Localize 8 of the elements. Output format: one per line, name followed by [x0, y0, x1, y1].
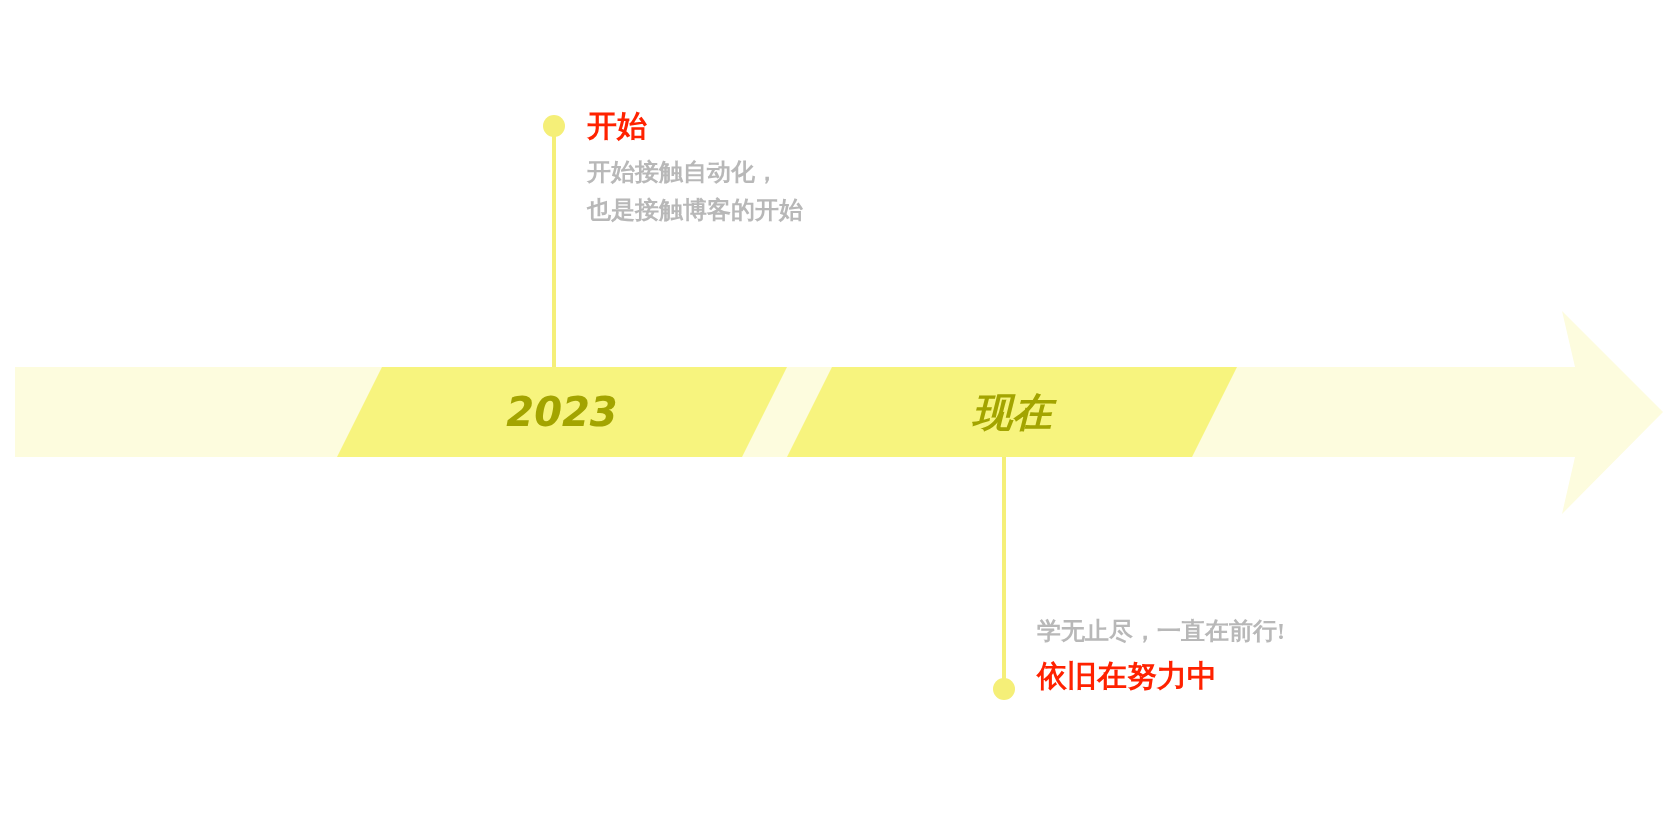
- milestone-title: 开始: [587, 108, 648, 144]
- leader-line: [543, 115, 565, 367]
- period-label: 2023: [505, 390, 619, 434]
- milestone-description: 开始接触自动化，也是接触博客的开始: [587, 158, 804, 226]
- milestone-description: 学无止尽，一直在前行!: [1037, 617, 1286, 646]
- leader-line: [993, 457, 1015, 700]
- milestone-title: 依旧在努力中: [1037, 658, 1218, 695]
- period-label: 现在: [787, 390, 1237, 434]
